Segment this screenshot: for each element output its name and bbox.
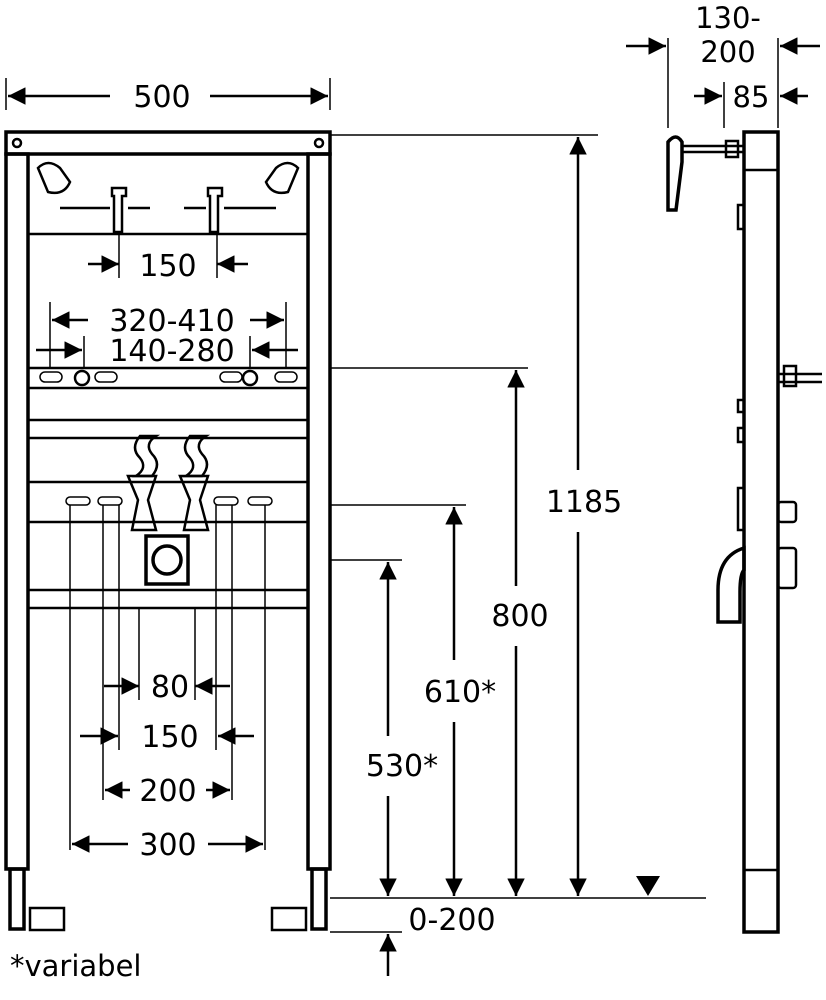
front-view-frame [4,130,332,932]
angle-valve-right-icon [178,474,210,532]
basin-bracket-rail [26,366,310,390]
top-crossbar [4,130,332,156]
dim-bracket-outer: 320-410 [109,304,234,339]
dim-height-drain: 530* [366,749,438,784]
drain-pipe-icon [151,544,183,576]
corner-screw-icon [11,137,23,149]
lower-crossbar [26,588,310,610]
dim-tap-spacing: 150 [139,249,196,284]
corner-screw-icon [313,137,325,149]
right-foot-leg [310,867,328,931]
side-tap-handle-icon [666,135,684,212]
supply-pipe-left-icon [131,434,161,478]
side-dimensions: 130- 200 85 [626,1,820,128]
dim-height-total: 1185 [546,485,622,520]
footnote-variable: *variabel [10,949,142,983]
side-view [666,130,822,934]
bracket-bolt-icon [241,369,259,387]
left-foot-leg [8,867,26,931]
dim-height-bracket: 800 [491,599,548,634]
left-upright [4,152,30,871]
side-valve-icon [776,500,798,524]
dim-depth-range-line2: 200 [700,35,755,69]
upper-mounting-panel [26,152,310,236]
tap-connection-left-icon [110,186,128,234]
bracket-bolt-icon [73,369,91,387]
dim-supply-80: 80 [151,670,189,705]
side-drain-elbow-icon [716,545,746,624]
dim-depth-min: 85 [733,80,770,114]
dim-supply-150: 150 [141,720,198,755]
side-upright [742,130,780,934]
dim-frame-width: 500 [133,80,190,115]
supply-pipe-right-icon [181,434,211,478]
dim-rail-300: 300 [139,828,196,863]
height-dimensions: 1185 800 610* 530* 0-200 [330,134,706,976]
middle-crossbar [26,418,310,440]
dim-rail-200: 200 [139,774,196,809]
side-valve-icon [776,546,798,590]
wall-anchor-right-icon [264,161,300,195]
dim-depth-range-line1: 130- [695,1,761,35]
angle-valve-left-icon [126,474,158,532]
left-foot-plate [28,906,66,932]
supply-mounting-panel [26,480,310,524]
right-foot-plate [270,906,308,932]
side-bracket-icon [782,364,798,388]
tap-connection-right-icon [206,186,224,234]
right-upright [306,152,332,871]
dim-feet-adjust: 0-200 [408,903,495,938]
wall-anchor-left-icon [36,161,72,195]
dim-height-supply: 610* [424,675,496,710]
floor-level-marker-icon [636,876,660,896]
drain-bracket [144,534,190,586]
front-dimensions: 500 150 320-410 140-280 80 150 200 [5,78,331,863]
dim-bracket-inner: 140-280 [109,334,234,369]
